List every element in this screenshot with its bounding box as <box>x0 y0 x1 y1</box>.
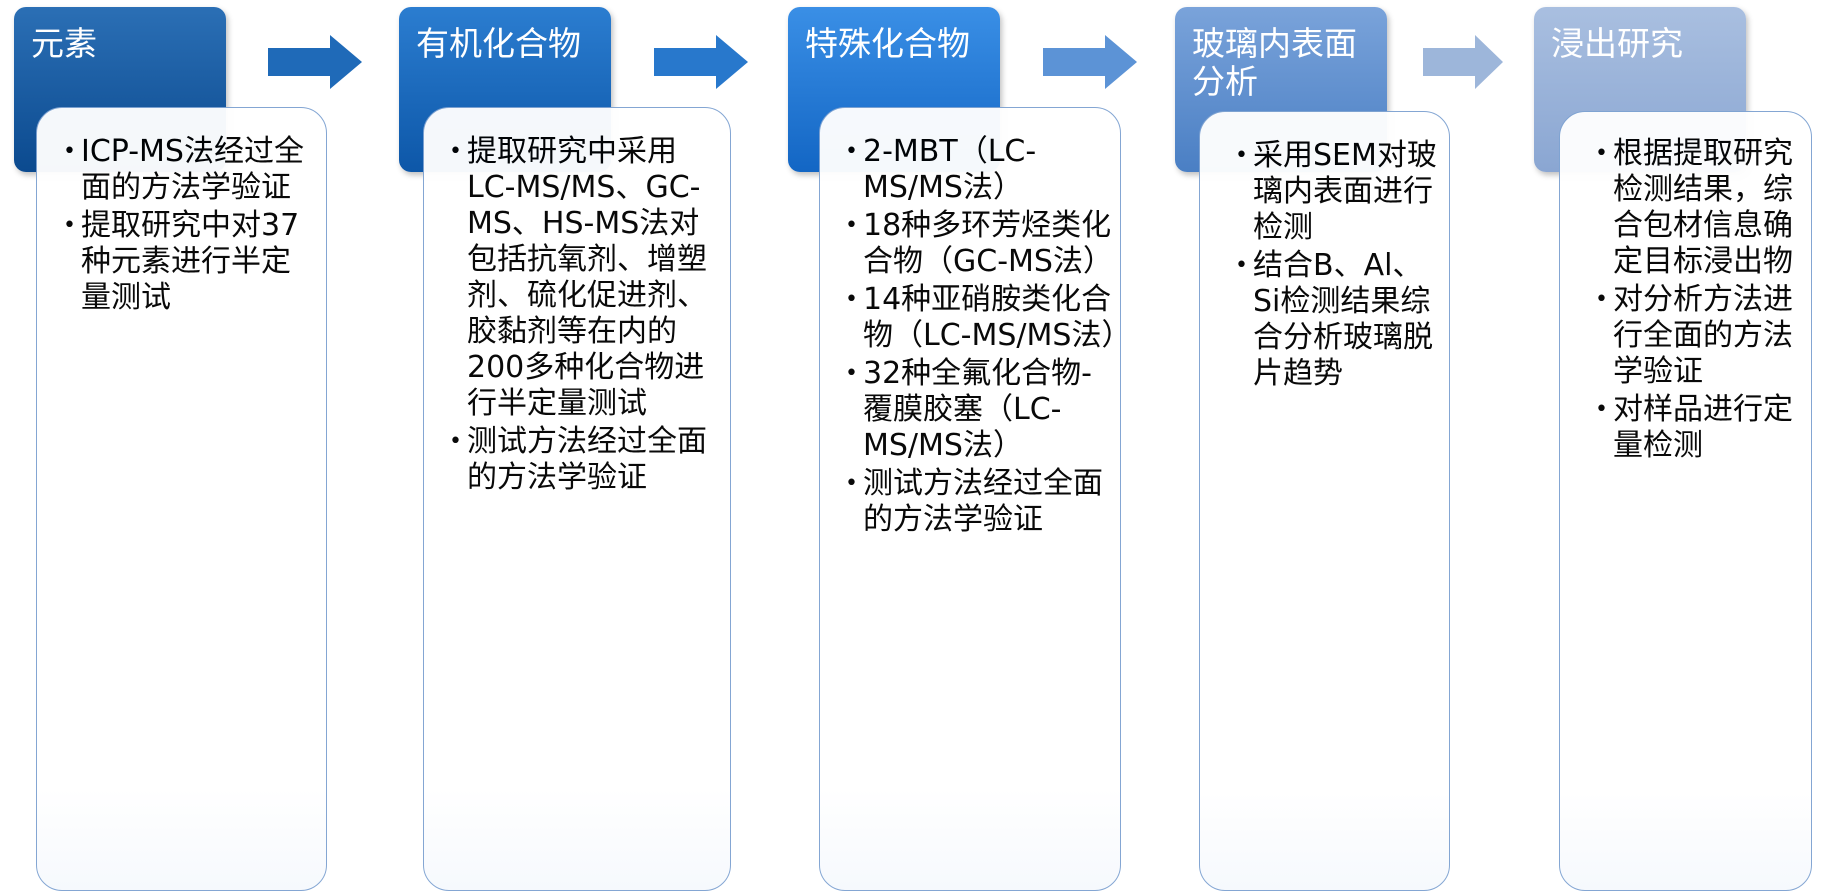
bullet-item: 测试方法经过全面的方法学验证 <box>845 466 1120 538</box>
bullet-item: 采用SEM对玻璃内表面进行检测 <box>1235 138 1439 246</box>
bullet-item: 提取研究中对37种元素进行半定量测试 <box>63 208 316 316</box>
bullet-item: ICP-MS法经过全面的方法学验证 <box>63 134 316 206</box>
bullet-item: 对分析方法进行全面的方法学验证 <box>1595 282 1805 390</box>
stage-card: 提取研究中采用LC-MS/MS、GC-MS、HS-MS法对包括抗氧剂、增塑剂、硫… <box>423 107 731 891</box>
bullet-item: 2-MBT（LC-MS/MS法） <box>845 134 1120 206</box>
bullet-item: 根据提取研究检测结果，综合包材信息确定目标浸出物 <box>1595 136 1805 280</box>
stage-title: 元素 <box>31 24 97 63</box>
stage-title: 特殊化合物 <box>805 24 970 63</box>
stage-card: 2-MBT（LC-MS/MS法） 18种多环芳烃类化合物（GC-MS法） 14种… <box>819 107 1131 891</box>
stage-card: 采用SEM对玻璃内表面进行检测 结合B、Al、Si检测结果综合分析玻璃脱片趋势 <box>1199 111 1450 891</box>
bullet-item: 结合B、Al、Si检测结果综合分析玻璃脱片趋势 <box>1235 248 1439 392</box>
arrow-right-icon <box>1423 35 1503 89</box>
bullet-item: 14种亚硝胺类化合物（LC-MS/MS法） <box>845 282 1131 354</box>
stage-title: 玻璃内表面分析 <box>1192 24 1357 101</box>
stage-card: 根据提取研究检测结果，综合包材信息确定目标浸出物 对分析方法进行全面的方法学验证… <box>1559 111 1812 891</box>
stage-title: 浸出研究 <box>1551 24 1683 63</box>
bullet-item: 18种多环芳烃类化合物（GC-MS法） <box>845 208 1120 280</box>
bullet-item: 提取研究中采用LC-MS/MS、GC-MS、HS-MS法对包括抗氧剂、增塑剂、硫… <box>449 134 720 422</box>
stage-title: 有机化合物 <box>416 24 581 63</box>
arrow-right-icon <box>654 35 748 89</box>
bullet-item: 测试方法经过全面的方法学验证 <box>449 424 720 496</box>
arrow-right-icon <box>268 35 362 89</box>
stage-card: ICP-MS法经过全面的方法学验证 提取研究中对37种元素进行半定量测试 <box>36 107 327 891</box>
bullet-item: 对样品进行定量检测 <box>1595 392 1805 464</box>
arrow-right-icon <box>1043 35 1137 89</box>
bullet-item: 32种全氟化合物-覆膜胶塞（LC-MS/MS法） <box>845 356 1120 464</box>
